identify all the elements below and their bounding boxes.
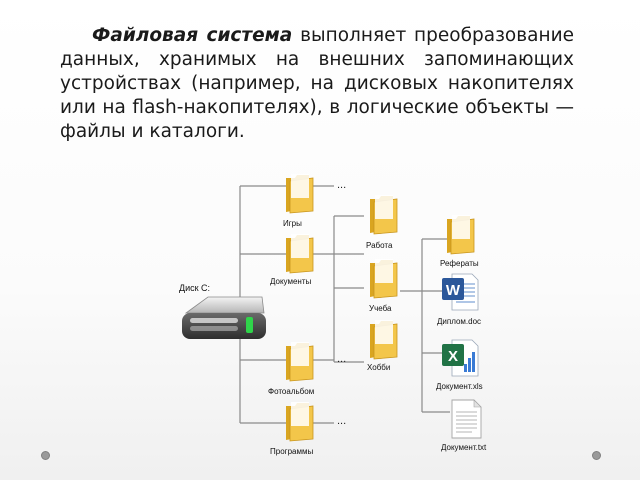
folder-icon[interactable] bbox=[283, 232, 315, 274]
hard-drive-icon[interactable] bbox=[178, 293, 270, 347]
definition-text: выполняет преобразование данных, хранимы… bbox=[60, 25, 574, 142]
slide-bullet-right bbox=[592, 451, 601, 460]
slide-bullet-left bbox=[41, 451, 50, 460]
text-document-icon[interactable] bbox=[448, 398, 484, 440]
folder-icon[interactable] bbox=[444, 213, 476, 255]
folder-icon[interactable] bbox=[367, 318, 399, 360]
file-label-spreadsheet: Документ.xls bbox=[436, 382, 483, 391]
folder-icon[interactable] bbox=[367, 257, 399, 299]
folder-icon[interactable] bbox=[283, 340, 315, 382]
folder-label-reports: Рефераты bbox=[440, 259, 479, 268]
folder-label-games: Игры bbox=[283, 219, 302, 228]
ellipsis-photoalbum: ... bbox=[337, 353, 347, 365]
folder-label-programs: Программы bbox=[270, 447, 314, 456]
excel-document-icon[interactable]: X bbox=[440, 338, 480, 378]
file-label-text: Документ.txt bbox=[441, 443, 487, 452]
folder-label-photoalbum: Фотоальбом bbox=[268, 387, 315, 396]
svg-text:W: W bbox=[446, 282, 461, 299]
folder-icon[interactable] bbox=[367, 193, 399, 235]
ellipsis-games: ... bbox=[337, 179, 347, 191]
folder-label-hobby: Хобби bbox=[367, 363, 391, 372]
svg-text:X: X bbox=[448, 348, 458, 365]
folder-label-documents: Документы bbox=[270, 277, 312, 286]
word-document-icon[interactable]: W bbox=[440, 272, 480, 312]
folder-icon[interactable] bbox=[283, 172, 315, 214]
folder-label-work: Работа bbox=[366, 241, 393, 250]
folder-icon[interactable] bbox=[283, 400, 315, 442]
term-file-system: Файловая система bbox=[92, 25, 293, 46]
ellipsis-programs: ... bbox=[337, 415, 347, 427]
definition-paragraph: Файловая система выполняет преобразовани… bbox=[60, 24, 574, 144]
folder-label-study: Учеба bbox=[369, 304, 392, 313]
file-label-diploma: Диплом.doc bbox=[437, 317, 482, 326]
drive-label: Диск С: bbox=[179, 283, 211, 293]
